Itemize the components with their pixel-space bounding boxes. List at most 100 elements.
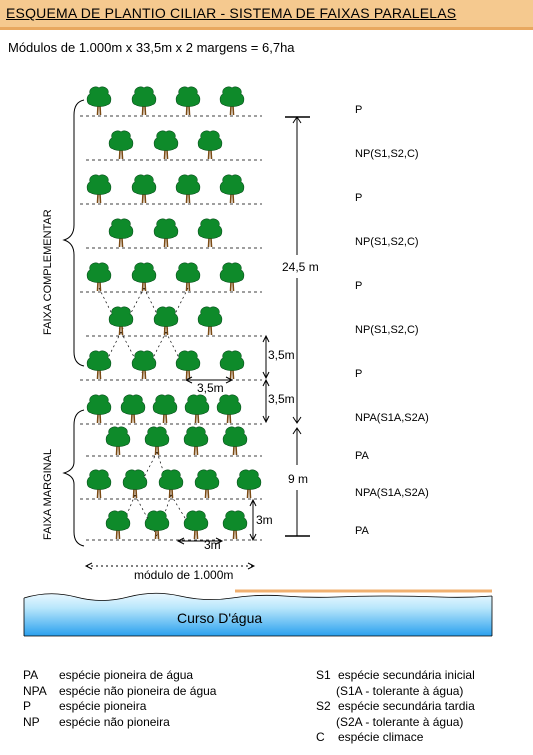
tree-icon <box>197 306 223 336</box>
tree-icon <box>219 174 245 204</box>
legend-row: S1 espécie secundária inicial <box>316 668 475 684</box>
dim-label-3-5m-b: 3,5m <box>268 392 295 406</box>
tree-icon <box>152 394 178 424</box>
module-label: módulo de 1.000m <box>134 568 233 582</box>
legend-text: (S1A - tolerante à água) <box>336 683 464 698</box>
dim-label-3-5m-horizontal: 3,5m <box>197 381 224 395</box>
tree-icon <box>131 350 157 380</box>
tree-icon <box>131 174 157 204</box>
dimension-plant-spacing-marginal <box>176 537 224 545</box>
legend-row: PA espécie pioneira de água <box>23 668 216 684</box>
tree-icon <box>222 510 248 540</box>
tree-icon <box>86 350 112 380</box>
tree-icon <box>108 218 134 248</box>
tree-icon <box>197 130 223 160</box>
tree-icon <box>175 174 201 204</box>
tree-icon <box>86 262 112 292</box>
tree-icon <box>86 86 112 116</box>
tree-icon <box>175 86 201 116</box>
tree-icon <box>184 394 210 424</box>
tree-icon <box>216 394 242 424</box>
row-label: PA <box>355 450 370 462</box>
row-label: P <box>355 192 362 204</box>
legend-abbr: P <box>23 699 32 713</box>
tree-icon <box>219 86 245 116</box>
legend-text: espécie climace <box>338 730 424 744</box>
legend-row: NPA espécie não pioneira de água <box>23 684 216 700</box>
tree-icon <box>86 469 112 499</box>
tree-icon <box>105 426 131 456</box>
tree-icon <box>131 86 157 116</box>
dimension-row-spacing-marginal <box>249 498 257 542</box>
tree-icon <box>86 394 112 424</box>
tree-icon <box>131 262 157 292</box>
tree-icon <box>108 306 134 336</box>
legend-abbr: C <box>316 730 325 744</box>
legend-row: (S1A - tolerante à água) <box>316 684 475 700</box>
row-label: NPA(S1A,S2A) <box>355 412 429 424</box>
legend-abbr: NPA <box>23 683 47 698</box>
tree-icon <box>158 469 184 499</box>
tree-icon <box>194 469 220 499</box>
complementar-brace <box>62 99 85 367</box>
legend-abbr: S2 <box>316 699 331 713</box>
dim-label-3m-horizontal: 3m <box>204 538 221 552</box>
legend-text: espécie secundária inicial <box>338 668 475 682</box>
legend-text: espécie não pioneira de água <box>59 683 217 698</box>
row-label: NP(S1,S2,C) <box>355 324 419 336</box>
legend-abbr: NP <box>23 714 40 729</box>
diagram-title: ESQUEMA DE PLANTIO CILIAR - SISTEMA DE F… <box>6 5 457 21</box>
module-subtitle: Módulos de 1.000m x 33,5m x 2 margens = … <box>8 40 295 55</box>
tree-icon <box>219 350 245 380</box>
row-label: P <box>355 104 362 116</box>
legend-abbr: S1 <box>316 668 331 682</box>
tree-icon <box>175 262 201 292</box>
row-lines <box>80 115 262 541</box>
legend-abbr: PA <box>23 668 39 682</box>
legend-text: (S2A - tolerante à água) <box>336 714 464 729</box>
legend-text: espécie secundária tardia <box>338 699 475 713</box>
tree-icon <box>105 510 131 540</box>
row-label: PA <box>355 525 370 537</box>
dimension-plant-spacing <box>184 376 234 384</box>
tree-icon <box>86 174 112 204</box>
band-label-marginal: FAIXA MARGINAL <box>42 449 54 540</box>
row-label: P <box>355 280 362 292</box>
dimension-complementar <box>285 116 310 424</box>
legend-right: S1 espécie secundária inicial(S1A - toler… <box>316 668 475 746</box>
tree-icon <box>236 469 262 499</box>
tree-icon <box>144 426 170 456</box>
tree-icon <box>122 469 148 499</box>
tree-icon <box>153 218 179 248</box>
tree-icon <box>183 426 209 456</box>
module-dimension <box>84 562 256 570</box>
legend-row: S2 espécie secundária tardia <box>316 699 475 715</box>
row-labels: PNP(S1,S2,C)PNP(S1,S2,C)PNP(S1,S2,C)PNPA… <box>355 104 429 537</box>
legend-text: espécie pioneira <box>59 699 147 713</box>
tree-icon <box>108 130 134 160</box>
tree-icon <box>183 510 209 540</box>
tree-icon <box>219 262 245 292</box>
water-label: Curso D'água <box>177 610 262 626</box>
legend-row: (S2A - tolerante à água) <box>316 715 475 731</box>
legend-text: espécie não pioneira <box>59 714 170 729</box>
marginal-brace <box>62 409 85 547</box>
tree-icon <box>153 306 179 336</box>
tree-icon <box>120 394 146 424</box>
row-label: NP(S1,S2,C) <box>355 148 419 160</box>
dimension-row-spacing <box>262 334 270 424</box>
water-course <box>23 592 493 637</box>
dimension-marginal <box>285 427 310 537</box>
title-bar: ESQUEMA DE PLANTIO CILIAR - SISTEMA DE F… <box>0 0 533 30</box>
tree-icon <box>197 218 223 248</box>
legend-text: espécie pioneira de água <box>59 668 194 682</box>
tree-icon <box>153 130 179 160</box>
dim-label-3-5m-a: 3,5m <box>268 348 295 362</box>
row-label: P <box>355 368 362 380</box>
tree-group <box>86 86 262 540</box>
tree-icon <box>222 426 248 456</box>
